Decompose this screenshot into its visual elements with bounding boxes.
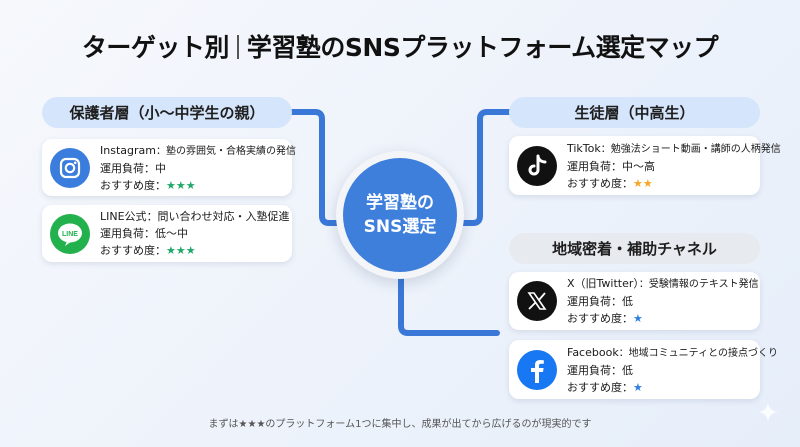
platform-name: LINE公式 bbox=[100, 210, 147, 223]
platform-name: X（旧Twitter） bbox=[567, 277, 639, 290]
star-rating: ★★ bbox=[633, 176, 653, 190]
recommend-label: おすすめ度： bbox=[567, 312, 633, 325]
center-line-2: SNS選定 bbox=[363, 217, 437, 237]
svg-text:LINE: LINE bbox=[62, 231, 78, 238]
recommend-row: おすすめ度：★ bbox=[567, 380, 778, 395]
facebook-icon bbox=[517, 349, 557, 390]
star-rating: ★ bbox=[633, 380, 643, 394]
load-label: 運用負荷： bbox=[100, 161, 155, 175]
sparkle-icon bbox=[758, 402, 778, 422]
group-label: 保護者層（小〜中学生の親） bbox=[69, 104, 265, 122]
load-value: 低 bbox=[622, 295, 633, 308]
load-row: 運用負荷：低 bbox=[567, 363, 778, 378]
recommend-label: おすすめ度： bbox=[100, 178, 166, 192]
load-row: 運用負荷：中〜高 bbox=[567, 159, 781, 174]
platform-description: ：受験情報のテキスト発信 bbox=[638, 279, 759, 290]
load-label: 運用負荷： bbox=[567, 363, 622, 377]
group-pill-parents: 保護者層（小〜中学生の親） bbox=[42, 97, 292, 128]
platform-name: Instagram bbox=[100, 143, 156, 157]
center-node: 学習塾の SNS選定 bbox=[343, 158, 457, 272]
connector-right bbox=[457, 109, 512, 226]
card-heading: LINE公式：問い合わせ対応・入塾促進 bbox=[100, 209, 290, 224]
recommend-row: おすすめ度：★★★ bbox=[100, 243, 290, 258]
recommend-label: おすすめ度： bbox=[100, 244, 166, 257]
recommend-row: おすすめ度：★★ bbox=[567, 176, 781, 191]
platform-name: Facebook bbox=[567, 345, 619, 359]
card-heading: X（旧Twitter）：受験情報のテキスト発信 bbox=[567, 276, 759, 292]
title-left: ターゲット別 bbox=[81, 33, 230, 62]
card-heading: Facebook：地域コミュニティとの接点づくり bbox=[567, 345, 778, 361]
platform-card-instagram[interactable]: Instagram：塾の雰囲気・合格実績の発信 運用負荷：中 おすすめ度：★★★ bbox=[42, 139, 296, 196]
card-heading: TikTok：勉強法ショート動画・講師の人柄発信 bbox=[567, 141, 781, 157]
load-row: 運用負荷：低〜中 bbox=[100, 226, 290, 241]
load-value: 低 bbox=[622, 363, 633, 377]
load-value: 中 bbox=[155, 161, 166, 175]
load-value: 中〜高 bbox=[622, 159, 655, 173]
group-pill-students: 生徒層（中高生） bbox=[509, 97, 760, 128]
title-right: 学習塾のSNSプラットフォーム選定マップ bbox=[246, 33, 719, 62]
line-icon: LINE bbox=[50, 213, 90, 254]
group-label: 生徒層（中高生） bbox=[574, 104, 695, 122]
platform-card-line[interactable]: LINE LINE公式：問い合わせ対応・入塾促進 運用負荷：低〜中 おすすめ度：… bbox=[42, 205, 292, 262]
platform-description: ：塾の雰囲気・合格実績の発信 bbox=[155, 145, 296, 157]
recommend-label: おすすめ度： bbox=[567, 176, 633, 190]
group-label: 地域密着・補助チャネル bbox=[552, 240, 717, 258]
tiktok-icon bbox=[517, 145, 557, 186]
title-divider bbox=[236, 35, 239, 59]
x-twitter-icon bbox=[517, 281, 557, 321]
footer-note: まずは★★★のプラットフォーム1つに集中し、成果が出てから広げるのが現実的です bbox=[208, 419, 592, 430]
load-label: 運用負荷： bbox=[567, 159, 622, 173]
load-row: 運用負荷：中 bbox=[100, 161, 296, 176]
platform-name: TikTok bbox=[567, 141, 601, 155]
connector-bottom bbox=[398, 272, 500, 336]
load-label: 運用負荷： bbox=[567, 295, 622, 308]
connector-left bbox=[289, 109, 343, 226]
page-title: ターゲット別学習塾のSNSプラットフォーム選定マップ bbox=[0, 28, 800, 64]
platform-description: ：地域コミュニティとの接点づくり bbox=[618, 347, 778, 359]
recommend-label: おすすめ度： bbox=[567, 380, 633, 394]
platform-card-facebook[interactable]: Facebook：地域コミュニティとの接点づくり 運用負荷：低 おすすめ度：★ bbox=[509, 340, 778, 399]
load-value: 低〜中 bbox=[155, 227, 188, 240]
recommend-row: おすすめ度：★★★ bbox=[100, 178, 296, 193]
star-rating: ★ bbox=[633, 312, 643, 325]
star-rating: ★★★ bbox=[166, 178, 196, 192]
group-pill-regional: 地域密着・補助チャネル bbox=[509, 233, 760, 264]
card-heading: Instagram：塾の雰囲気・合格実績の発信 bbox=[100, 143, 296, 159]
platform-card-x[interactable]: X（旧Twitter）：受験情報のテキスト発信 運用負荷：低 おすすめ度：★ bbox=[509, 272, 760, 330]
instagram-icon bbox=[50, 147, 90, 188]
star-rating: ★★★ bbox=[166, 244, 196, 257]
platform-description: ：勉強法ショート動画・講師の人柄発信 bbox=[600, 143, 781, 155]
platform-card-tiktok[interactable]: TikTok：勉強法ショート動画・講師の人柄発信 運用負荷：中〜高 おすすめ度：… bbox=[509, 136, 781, 195]
load-row: 運用負荷：低 bbox=[567, 294, 759, 309]
load-label: 運用負荷： bbox=[100, 227, 155, 240]
center-line-1: 学習塾の bbox=[366, 193, 434, 213]
recommend-row: おすすめ度：★ bbox=[567, 311, 759, 326]
platform-description: ：問い合わせ対応・入塾促進 bbox=[146, 210, 290, 223]
